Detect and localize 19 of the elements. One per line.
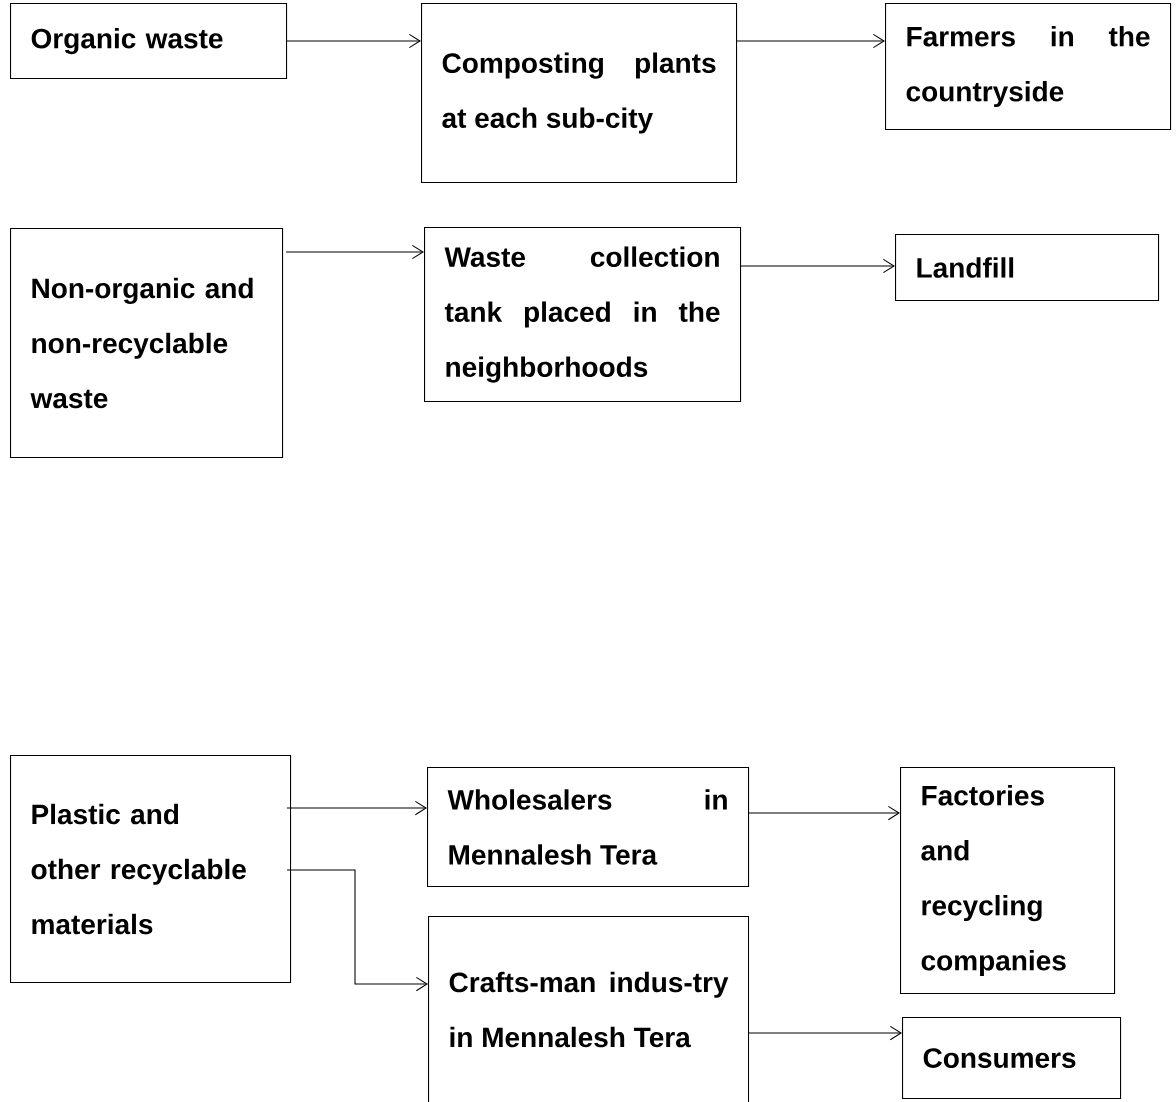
arrow	[747, 1025, 902, 1041]
process-box: Factories and recycling companies	[900, 767, 1116, 995]
arrow	[285, 33, 421, 49]
arrow	[286, 869, 428, 992]
process-box: Farmers in the countryside	[885, 3, 1172, 131]
arrow	[735, 33, 885, 49]
process-box: Consumers	[902, 1017, 1122, 1100]
process-box: Organic waste	[10, 3, 288, 80]
process-box: Landfill	[895, 234, 1160, 302]
process-box: Crafts-man indus-try in Mennalesh Tera	[428, 916, 750, 1102]
arrow	[285, 244, 424, 260]
arrow	[739, 258, 895, 274]
arrow	[747, 805, 900, 821]
process-box: Composting plants at each sub-city	[421, 3, 738, 184]
arrow	[286, 800, 427, 816]
process-box: Non-organic and non-recyclable waste	[10, 228, 284, 459]
process-box: Wholesalers in Mennalesh Tera	[427, 767, 750, 888]
process-box: Plastic and other recyclable materials	[10, 755, 292, 984]
process-box: Waste collection tank placed in the neighborhoods	[424, 227, 742, 403]
